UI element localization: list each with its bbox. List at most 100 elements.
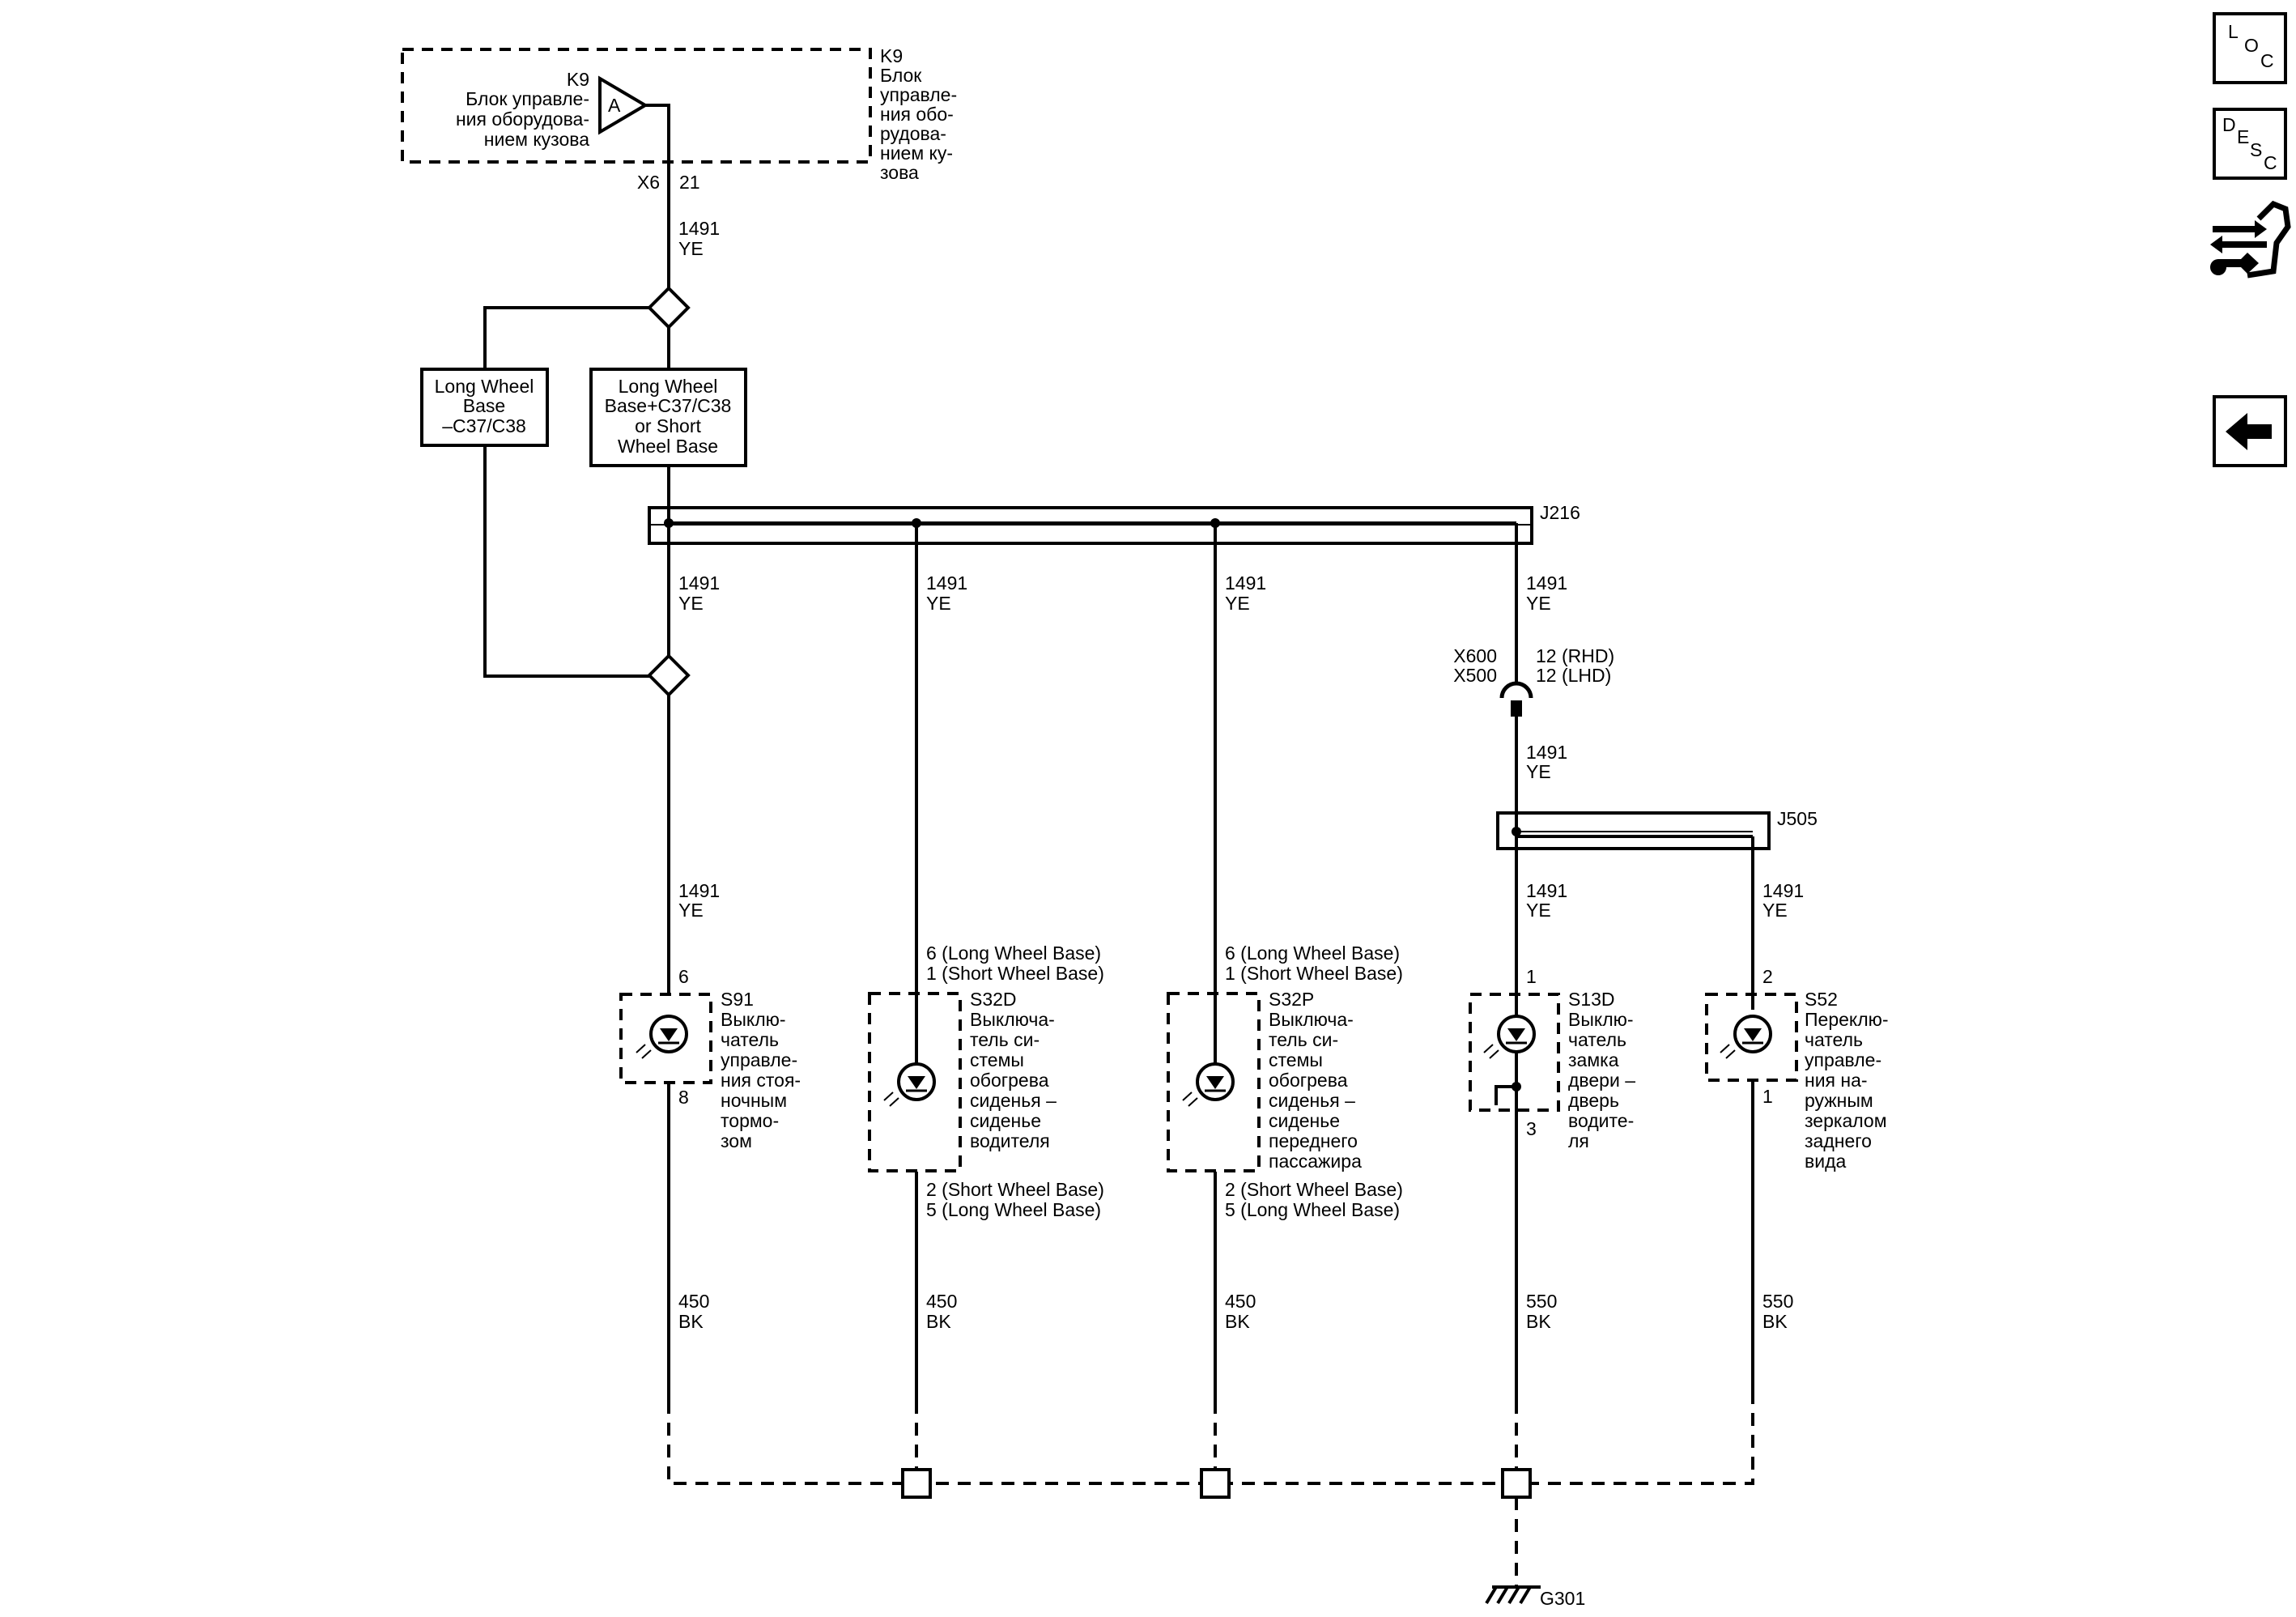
j216-node xyxy=(912,518,921,528)
loc-letter: C xyxy=(2260,50,2274,71)
switch-name-line: тель си- xyxy=(970,1029,1040,1050)
switch-name-line: дверь xyxy=(1568,1090,1619,1111)
wire-number: 1491 xyxy=(1526,572,1567,594)
j216-node xyxy=(664,518,674,528)
option-line: Long Wheel xyxy=(619,376,718,397)
switch-pin: 2 (Short Wheel Base) xyxy=(926,1179,1104,1200)
connector-service-icon[interactable] xyxy=(2210,200,2291,279)
module-k9-output-symbol xyxy=(598,75,648,135)
option-line: Base+C37/C38 xyxy=(605,395,732,416)
wire-color: YE xyxy=(1526,593,1551,614)
splice-upper xyxy=(647,286,691,330)
wire-color: BK xyxy=(926,1311,951,1332)
switch-name-line: ния стоя- xyxy=(721,1070,801,1091)
switch-name-line: ния на- xyxy=(1805,1070,1868,1091)
desc-letter: D xyxy=(2222,114,2236,135)
wire-number: 1491 xyxy=(1526,880,1567,901)
wire-color: YE xyxy=(678,238,704,259)
switch-ref: S32P xyxy=(1269,989,1314,1010)
connector-pin: 12 (LHD) xyxy=(1536,665,1611,686)
switch-s13d[interactable]: 1 3 S13D Выклю- чатель замка двери – две… xyxy=(1469,966,1635,1151)
led-diode-icon xyxy=(1507,1028,1525,1041)
switch-name-line: переднего xyxy=(1269,1130,1358,1151)
wires xyxy=(483,104,1754,1401)
switch-name-line: чатель xyxy=(1568,1029,1626,1050)
wire-number: 1491 xyxy=(1526,742,1567,763)
switch-name-line: стемы xyxy=(1269,1049,1323,1070)
connector-x6-pin: 21 xyxy=(679,172,700,193)
arrow-left-icon xyxy=(2226,413,2272,450)
led-diode-icon xyxy=(908,1076,925,1089)
module-k9-name-line: нием кузова xyxy=(484,129,589,150)
module-k9-ref-inner: K9 xyxy=(567,69,589,90)
switch-ref: S13D xyxy=(1568,989,1615,1010)
switch-pin: 6 (Long Wheel Base) xyxy=(926,943,1101,964)
switch-name-line: двери – xyxy=(1568,1070,1635,1091)
switch-name-line: сиденье xyxy=(1269,1110,1340,1131)
wire-color: YE xyxy=(1526,761,1551,782)
ground-symbol-icon xyxy=(1485,1585,1541,1605)
switch-s32p[interactable]: 6 (Long Wheel Base) 1 (Short Wheel Base)… xyxy=(1167,943,1403,1220)
back-button[interactable] xyxy=(2213,395,2287,467)
module-k9[interactable]: K9 Блок управле- ния оборудова- нием куз… xyxy=(401,45,957,193)
wire-color: YE xyxy=(1762,900,1788,921)
switch-name-line: Выключа- xyxy=(1269,1009,1354,1030)
switch-boundary xyxy=(1469,993,1560,1112)
switch-name-line: сиденья – xyxy=(1269,1090,1355,1111)
switch-pin: 6 (Long Wheel Base) xyxy=(1225,943,1400,964)
wire-labels: 1491 YE 1491 YE 1491 YE 1491 YE 1491 YE … xyxy=(678,218,1804,1332)
splice-lower xyxy=(647,653,691,697)
wire-number: 550 xyxy=(1762,1291,1793,1312)
wire-color: YE xyxy=(678,593,704,614)
option-right: Long Wheel Base+C37/C38 or Short Wheel B… xyxy=(589,368,747,467)
switch-name-line: чатель xyxy=(1805,1029,1863,1050)
led-diode-icon xyxy=(660,1028,678,1041)
switch-s91[interactable]: 6 8 S91 Выклю- чатель управле- ния стоя-… xyxy=(619,966,801,1151)
ground-ref: G301 xyxy=(1540,1588,1585,1609)
wire-number: 450 xyxy=(926,1291,957,1312)
switch-name-line: чатель xyxy=(721,1029,779,1050)
module-k9-side-line: рудова- xyxy=(880,123,946,144)
loc-letter: L xyxy=(2228,21,2239,42)
wire-color: YE xyxy=(1526,900,1551,921)
switch-name-line: зом xyxy=(721,1130,752,1151)
switch-pin: 5 (Long Wheel Base) xyxy=(1225,1199,1400,1220)
switch-name-line: ружным xyxy=(1805,1090,1873,1111)
option-left: Long Wheel Base –C37/C38 xyxy=(420,368,549,447)
switch-name-line: управле- xyxy=(1805,1049,1881,1070)
junction-j216-label: J216 xyxy=(1540,502,1580,523)
switch-name-line: Выклю- xyxy=(721,1009,786,1030)
desc-letter: E xyxy=(2237,126,2249,147)
switch-pin: 2 xyxy=(1762,966,1773,987)
wire-number: 1491 xyxy=(1762,880,1804,901)
wire-number: 1491 xyxy=(926,572,967,594)
led-diode-icon xyxy=(1206,1076,1224,1089)
option-line: –C37/C38 xyxy=(442,415,526,436)
switch-pin: 3 xyxy=(1526,1118,1537,1139)
switch-s52[interactable]: 2 1 S52 Переклю- чатель управле- ния на-… xyxy=(1705,966,1889,1172)
desc-letter: S xyxy=(2250,139,2262,160)
switch-pin: 1 (Short Wheel Base) xyxy=(926,963,1104,984)
switch-s32d[interactable]: 6 (Long Wheel Base) 1 (Short Wheel Base)… xyxy=(868,943,1104,1220)
wire-split-to-left-option xyxy=(483,306,656,369)
desc-button[interactable]: D E S C xyxy=(2213,108,2287,180)
switch-ref: S52 xyxy=(1805,989,1838,1010)
connector-female-half xyxy=(1499,681,1533,699)
ground-terminal xyxy=(1501,1468,1532,1499)
loc-button[interactable]: L O C xyxy=(2213,12,2287,84)
switch-name-line: пассажира xyxy=(1269,1151,1362,1172)
wire-left-option-bypass xyxy=(483,406,656,678)
switch-name-line: водителя xyxy=(970,1130,1050,1151)
wire-color: YE xyxy=(678,900,704,921)
module-k9-ref: K9 xyxy=(880,45,903,66)
desc-button-frame[interactable] xyxy=(2213,108,2287,180)
module-k9-side-line: управле- xyxy=(880,84,957,105)
ground-terminal xyxy=(901,1468,932,1499)
loc-button-frame[interactable] xyxy=(2213,12,2287,84)
switch-name-line: стемы xyxy=(970,1049,1024,1070)
switch-pin: 8 xyxy=(678,1087,689,1108)
option-line: Base xyxy=(463,395,505,416)
wire-number: 1491 xyxy=(1225,572,1266,594)
wire-number: 550 xyxy=(1526,1291,1557,1312)
